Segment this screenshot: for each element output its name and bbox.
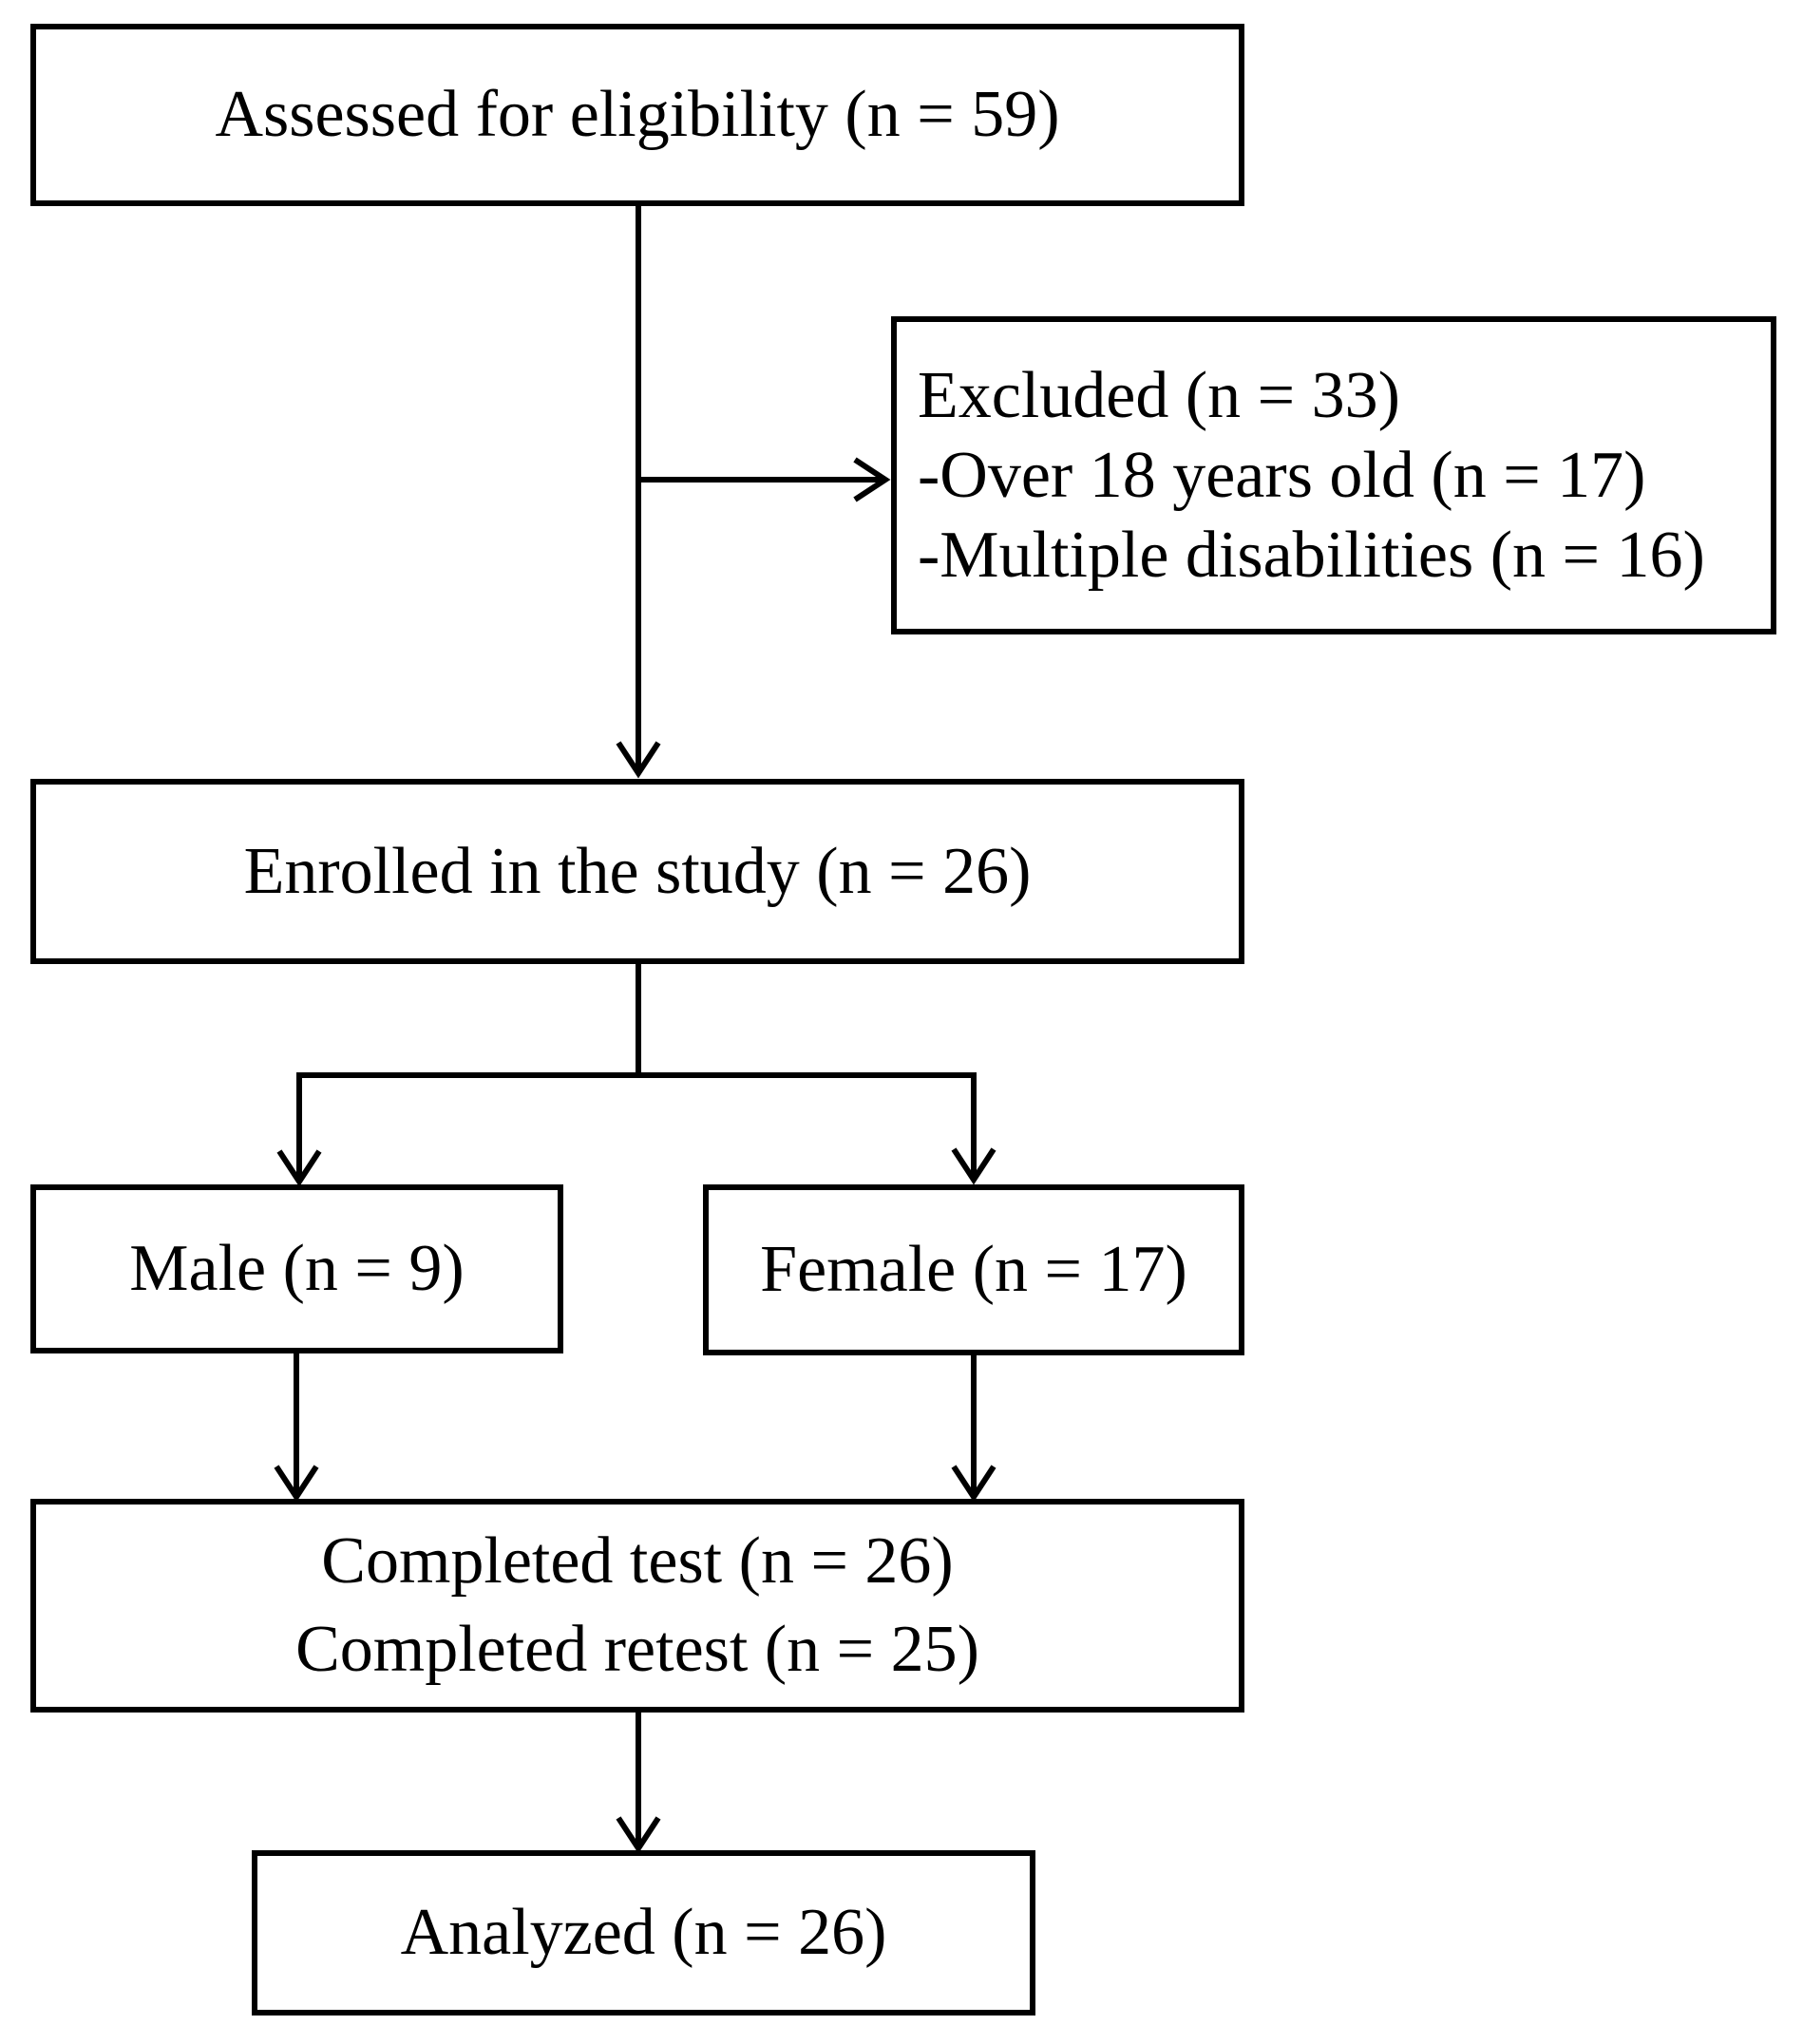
excluded-total-line: Excluded (n = 33) (918, 358, 1400, 432)
arrow-split-to-female (951, 1072, 996, 1185)
enrolled-box: Enrolled in the study (n = 26) (30, 779, 1244, 964)
assessed-eligibility-box: Assessed for eligibility (n = 59) (30, 24, 1244, 206)
excluded-label: Excluded (n = 33) -Over 18 years old (n … (918, 356, 1705, 596)
arrow-male-to-completed (274, 1353, 319, 1503)
arrow-assessed-to-enrolled (616, 206, 661, 779)
excluded-reason-age-line: -Over 18 years old (n = 17) (918, 438, 1646, 512)
completed-retest-line: Completed retest (n = 25) (295, 1612, 979, 1686)
male-label: Male (n = 9) (129, 1232, 465, 1305)
enrolled-label: Enrolled in the study (n = 26) (243, 834, 1032, 908)
completed-label: Completed test (n = 26) Completed retest… (295, 1518, 979, 1694)
excluded-reason-disabilities-line: -Multiple disabilities (n = 16) (918, 518, 1705, 592)
arrow-female-to-completed (951, 1355, 996, 1503)
completed-box: Completed test (n = 26) Completed retest… (30, 1499, 1244, 1713)
analyzed-label: Analyzed (n = 26) (400, 1896, 887, 1969)
female-label: Female (n = 17) (760, 1233, 1187, 1306)
arrow-split-to-male (276, 1072, 322, 1187)
arrow-to-excluded (638, 457, 891, 502)
assessed-eligibility-label: Assessed for eligibility (n = 59) (215, 78, 1060, 151)
male-box: Male (n = 9) (30, 1184, 563, 1353)
completed-test-line: Completed test (n = 26) (321, 1524, 954, 1599)
branch-enrolled-split (296, 964, 977, 1078)
excluded-box: Excluded (n = 33) -Over 18 years old (n … (891, 316, 1776, 634)
arrow-completed-to-analyzed (616, 1713, 661, 1854)
female-box: Female (n = 17) (703, 1184, 1244, 1355)
analyzed-box: Analyzed (n = 26) (252, 1850, 1035, 2016)
